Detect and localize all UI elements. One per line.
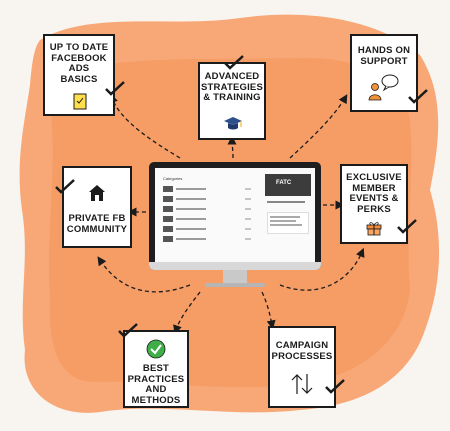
card-up-to-date: UP TO DATE FACEBOOK ADS BASICS (43, 34, 115, 116)
checkmark-icon (105, 81, 125, 96)
card-title: BEST PRACTICES AND METHODS (127, 363, 185, 406)
monitor-base (205, 283, 265, 287)
arrow-to-up-to-date (109, 93, 181, 159)
card-hands-on: HANDS ON SUPPORT (350, 34, 418, 112)
monitor-stand (223, 270, 247, 284)
arrow-to-campaign (261, 291, 276, 330)
arrow-to-hands-on (289, 94, 348, 159)
card-best-practices: BEST PRACTICES AND METHODS (123, 330, 189, 408)
checkmark-icon (55, 179, 75, 194)
house-icon (89, 185, 105, 201)
card-title: EXCLUSIVE MEMBER EVENTS & PERKS (346, 172, 402, 215)
card-title: PRIVATE FB COMMUNITY (66, 213, 128, 235)
community-pane: FATC (265, 174, 311, 259)
card-advanced: ADVANCED STRATEGIES & TRAINING (198, 62, 266, 140)
monitor-display: Categories FATC (155, 168, 315, 263)
list-item (163, 196, 255, 203)
document-icon (73, 93, 87, 110)
checkmark-icon (118, 323, 138, 338)
brand-banner: FATC (265, 174, 311, 196)
checkmark-icon (325, 379, 345, 394)
list-item (163, 226, 255, 233)
card-title: UP TO DATE FACEBOOK ADS BASICS (49, 42, 109, 85)
card-exclusive: EXCLUSIVE MEMBER EVENTS & PERKS (340, 164, 408, 244)
up-down-arrows-icon (291, 374, 313, 394)
list-item (163, 236, 255, 243)
list-item (163, 216, 255, 223)
gift-icon (366, 222, 382, 236)
arrow-to-advanced (227, 135, 237, 159)
course-list-pane: Categories (161, 174, 258, 259)
checkmark-icon (224, 55, 244, 70)
speech-bubble-people-icon (368, 74, 399, 101)
arrow-to-best-practices (173, 291, 201, 335)
arrow-to-right-low (279, 247, 365, 291)
check-circle-icon (146, 339, 166, 359)
list-item (163, 186, 255, 193)
list-item (163, 206, 255, 213)
categories-label: Categories (163, 176, 183, 181)
card-campaign: CAMPAIGN PROCESSES (268, 326, 336, 408)
card-title: ADVANCED STRATEGIES & TRAINING (201, 71, 263, 103)
card-title: HANDS ON SUPPORT (357, 45, 411, 67)
brand-logo: FATC (276, 180, 292, 186)
checkmark-icon (397, 219, 417, 234)
arrow-to-left-low (97, 256, 191, 293)
graduation-cap-icon (224, 117, 242, 130)
monitor-chin (149, 262, 321, 270)
computer-monitor: Categories FATC (149, 162, 321, 292)
checkmark-icon (408, 89, 428, 104)
monitor-bezel: Categories FATC (149, 162, 321, 270)
card-title: CAMPAIGN PROCESSES (271, 340, 333, 362)
